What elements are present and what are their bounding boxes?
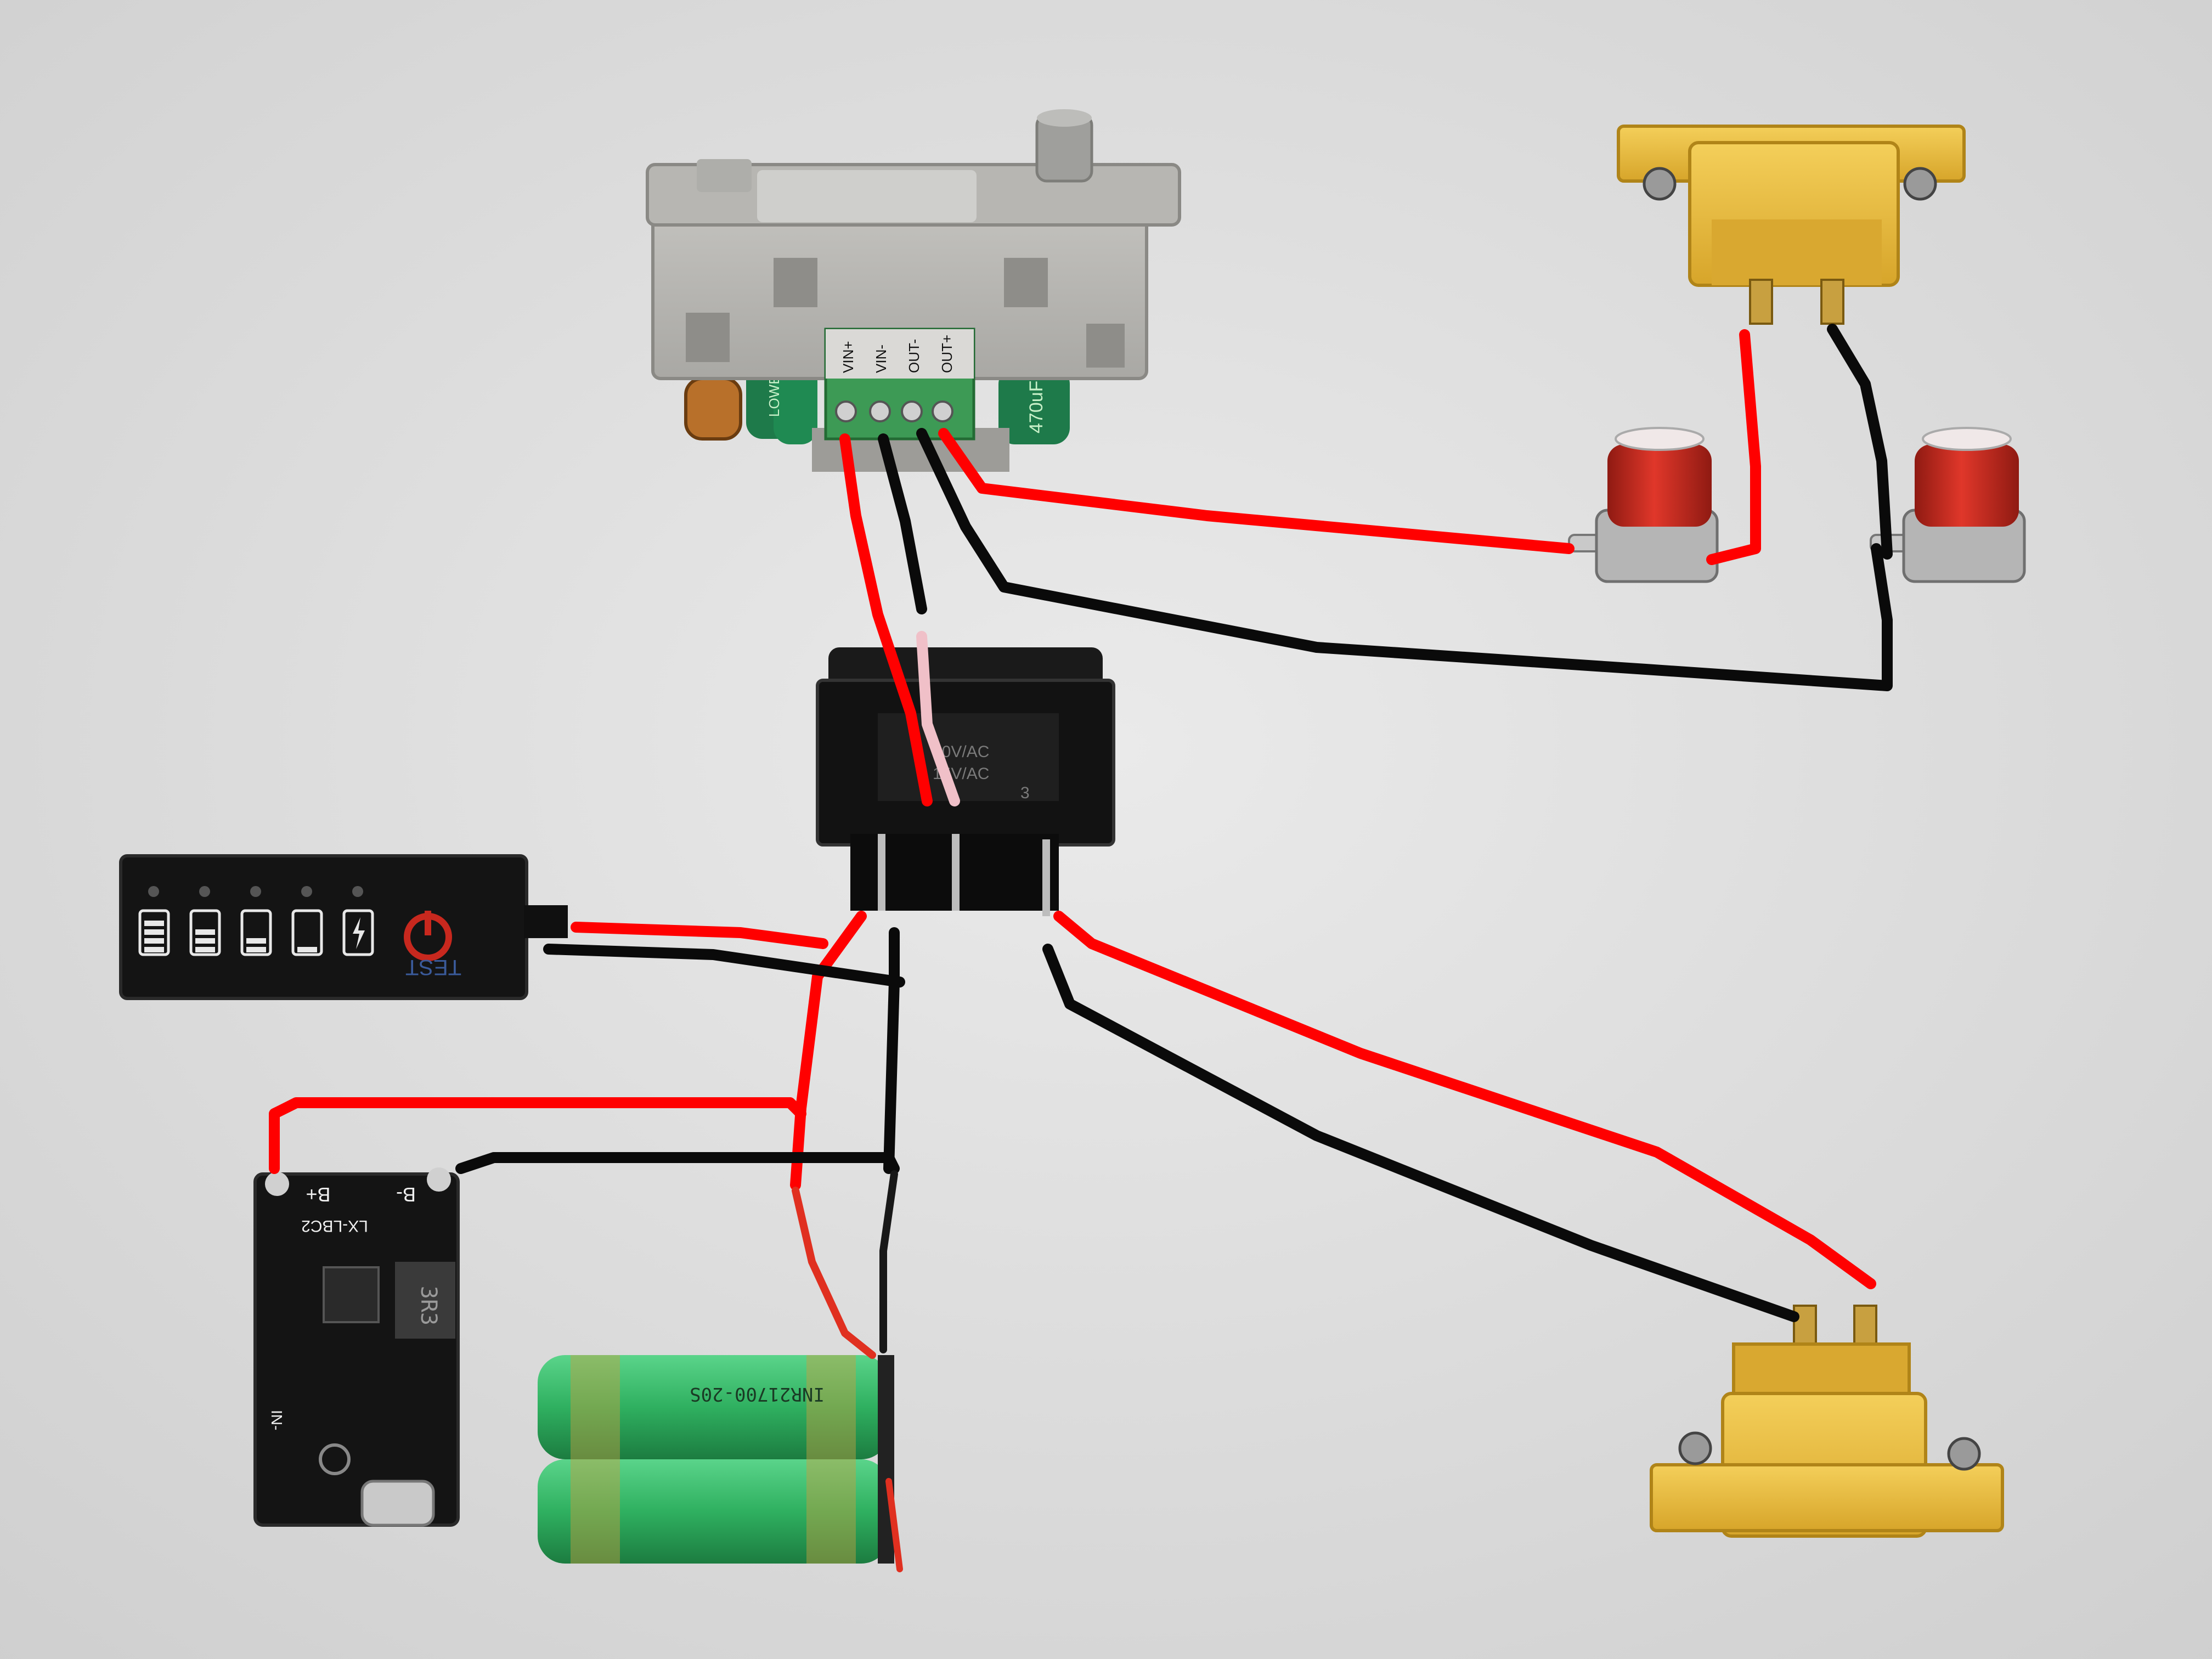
- capacitor-right-text: 470uF: [1026, 381, 1047, 433]
- board-model-label: LX-LBC2: [301, 1217, 368, 1235]
- wire-positive: [1053, 911, 1876, 1289]
- battery-lead-negative: [879, 1170, 898, 1353]
- capacitor-right: [998, 368, 1070, 444]
- battery-pack: INR21700-20S: [538, 1355, 894, 1564]
- battery-level-bar: [297, 947, 317, 952]
- terminal-label-vin-minus: VIN-: [873, 345, 889, 373]
- switch-pin-icon: [1042, 839, 1050, 916]
- pad-b-minus: [427, 1167, 451, 1192]
- buck-converter-module: LOWESR 470uF VIN+ VIN- OUT- OUT+: [646, 109, 1181, 472]
- battery-level-bar: [144, 929, 164, 935]
- terminal-label-plate: [826, 329, 974, 379]
- terminal-label-out-minus: OUT-: [906, 339, 922, 373]
- inductor-coil: [684, 377, 742, 441]
- battery-level-bar: [195, 929, 215, 935]
- battery-level-icon: [240, 909, 272, 956]
- battery-level-icon: [138, 909, 170, 956]
- kapton-tape: [806, 1355, 856, 1564]
- status-led-icon: [301, 886, 312, 897]
- pad-b-minus-label: B-: [396, 1183, 416, 1206]
- battery-cell-bottom: [538, 1459, 889, 1564]
- binding-post-positive: [1568, 427, 1719, 583]
- screw-nut-icon: [1643, 167, 1677, 201]
- battery-level-icon: [342, 909, 374, 956]
- battery-lead-positive: [792, 1187, 876, 1359]
- inductor: [395, 1262, 455, 1339]
- wire-negative: [455, 1152, 900, 1174]
- charging-bolt-icon: [353, 917, 365, 949]
- mount-hole: [319, 1443, 351, 1475]
- usb-c-port-icon[interactable]: [360, 1480, 435, 1527]
- screw-nut-icon: [1678, 1431, 1712, 1465]
- wires: [269, 324, 1893, 1572]
- status-led-icon: [148, 886, 159, 897]
- battery-level-bar: [195, 947, 215, 952]
- terminal-label-out-plus: OUT+: [939, 335, 955, 373]
- switch-pin-number: 3: [1020, 784, 1030, 802]
- pad-b-plus: [265, 1172, 289, 1196]
- terminal-screw-icon: [835, 400, 857, 422]
- test-label: TEST: [405, 955, 461, 979]
- xt60-connector-top: [1617, 125, 1966, 325]
- kapton-tape: [571, 1355, 620, 1564]
- charger-board: B+ B- LX-LBC2 3R3 IN-: [253, 1167, 460, 1527]
- battery-level-bar: [246, 947, 266, 952]
- battery-end-cap: [878, 1355, 894, 1564]
- battery-level-bar: [144, 947, 164, 952]
- display-window: [757, 170, 977, 222]
- xt60-pin-icon: [1749, 279, 1773, 325]
- terminal-screw-icon: [932, 400, 953, 422]
- cell-print: INR21700-20S: [690, 1383, 825, 1405]
- wire-positive: [269, 1097, 806, 1174]
- battery-level-icon: [291, 909, 323, 956]
- xt60-connector-bottom: [1650, 1305, 2004, 1538]
- wire-negative: [1042, 944, 1799, 1322]
- battery-cell-top: [538, 1355, 889, 1459]
- inductor-code: 3R3: [416, 1286, 441, 1325]
- switch-pin-icon: [952, 834, 960, 911]
- status-led-icon: [250, 886, 261, 897]
- screw-nut-icon: [1903, 167, 1937, 201]
- xt60-pin-icon: [1820, 279, 1844, 325]
- terminal-screw-icon: [869, 400, 891, 422]
- battery-level-bar: [144, 921, 164, 926]
- pad-b-plus-label: B+: [306, 1183, 330, 1206]
- wire-negative: [916, 428, 1893, 691]
- wire-negative: [1827, 324, 1893, 560]
- battery-lead-end: [885, 1478, 903, 1572]
- terminal-screw-icon: [901, 400, 923, 422]
- wire-positive: [938, 428, 1575, 554]
- wire-negative: [543, 944, 905, 988]
- wire-positive: [1706, 329, 1761, 565]
- ic-chip: [323, 1266, 380, 1323]
- wire-positive: [571, 922, 828, 949]
- status-led-icon: [352, 886, 363, 897]
- switch-pin-icon: [878, 834, 885, 911]
- wire-negative: [883, 927, 900, 1174]
- battery-level-bar: [144, 938, 164, 944]
- wire-positive: [839, 433, 933, 806]
- battery-level-bar: [195, 938, 215, 944]
- battery-level-bar: [246, 938, 266, 944]
- wire-positive: [790, 911, 867, 1190]
- battery-level-indicator: TEST: [119, 854, 568, 1000]
- screw-nut-icon: [1947, 1437, 1981, 1471]
- status-led-icon: [199, 886, 210, 897]
- pin-in-minus-label: IN-: [268, 1410, 285, 1430]
- wire-negative: [878, 433, 927, 614]
- wire-pink-jumper: [916, 631, 960, 806]
- battery-level-icon: [189, 909, 221, 956]
- level-bars: [138, 886, 374, 956]
- terminal-label-vin-plus: VIN+: [840, 341, 856, 373]
